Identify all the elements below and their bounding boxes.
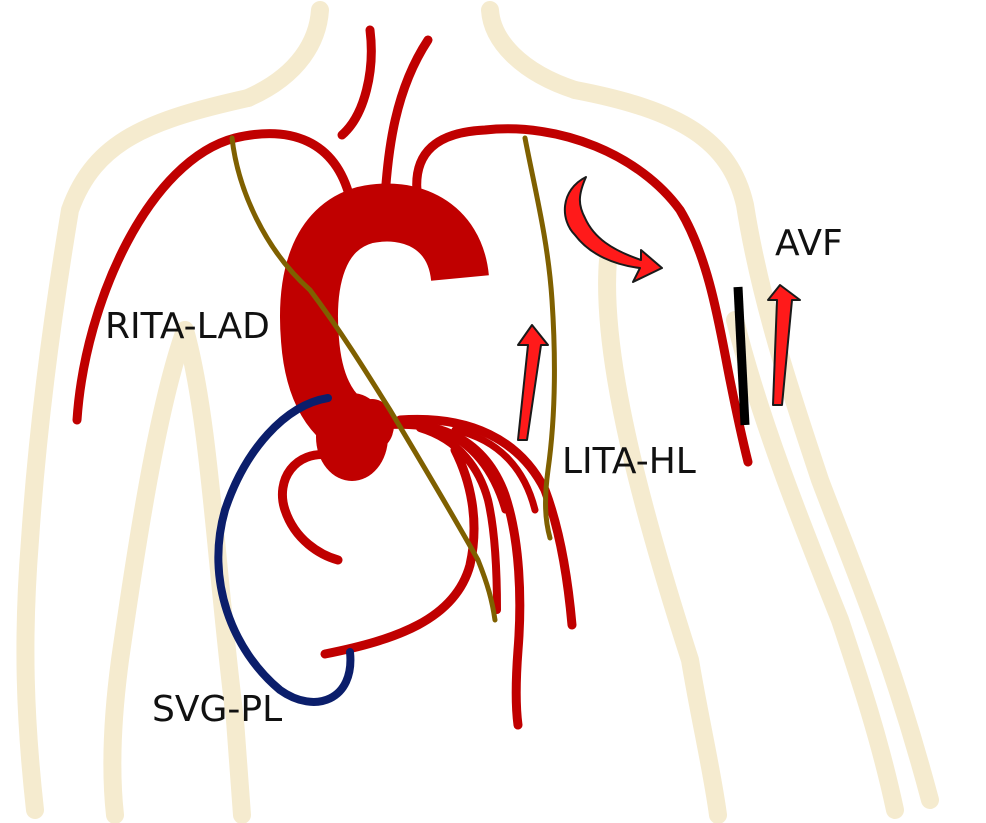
flow-arrows [517,176,801,441]
circumflex-branch [416,424,501,614]
label-rita-lad: RITA-LAD [105,306,270,347]
lita-graft [522,135,557,541]
left-subclavian-artery [412,124,753,467]
neck-right [481,1,584,99]
flow-arrow-icon [563,176,663,283]
right-subclavian-artery [72,129,355,425]
aortic-root-bulge [350,399,394,451]
label-svg-pl: SVG-PL [152,689,282,730]
label-lita-hl: LITA-HL [562,441,696,482]
flow-arrow-icon [517,324,549,441]
posterior-descending-artery [320,445,479,659]
left-carotid-artery [380,35,433,203]
torso-right [598,251,727,823]
inner-arm-left [103,321,194,823]
rita-graft [229,135,498,623]
body-outline [16,1,939,823]
marginal-branch-2 [451,426,539,514]
right-carotid-artery [337,25,376,140]
ita-grafts [229,135,557,623]
aorta [280,183,489,481]
right-coronary-artery [277,449,343,565]
avf-bar [733,286,750,426]
neck-left [239,1,329,107]
labels: RITA-LAD LITA-HL SVG-PL AVF [105,223,843,730]
shoulder-left [16,89,257,819]
inner-arm-right [726,311,904,819]
marginal-branch-1 [436,426,509,514]
svg-graft [214,394,355,706]
arteries [72,25,753,730]
aortic-arch [280,183,489,442]
torso-left [176,321,251,823]
label-avf: AVF [775,223,843,264]
flow-arrow-icon [767,284,801,406]
